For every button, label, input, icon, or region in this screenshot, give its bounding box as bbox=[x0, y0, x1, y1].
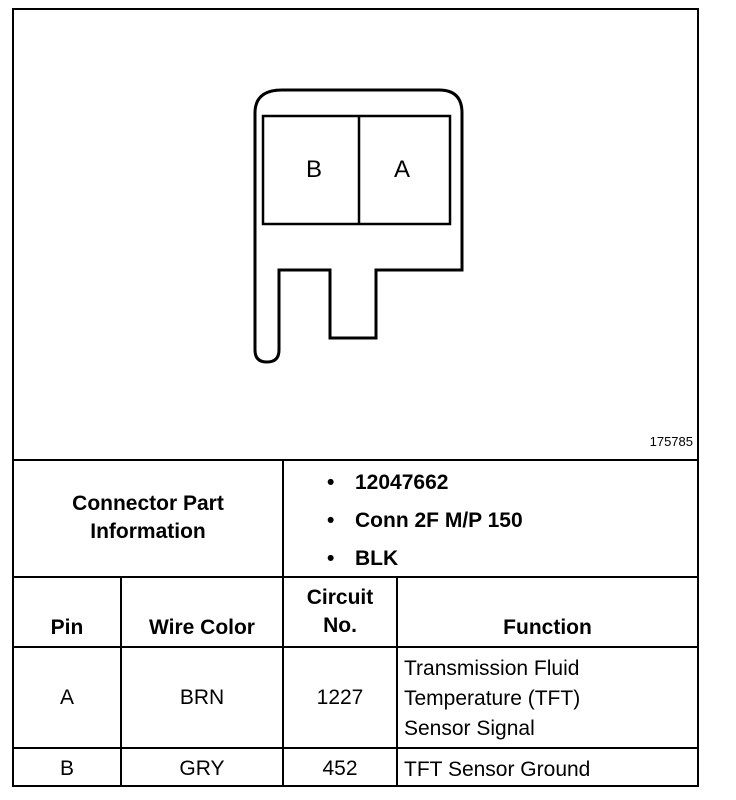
row-b-pin: B bbox=[59, 757, 74, 780]
row-a-wire-color: BRN bbox=[179, 686, 225, 709]
row-a-function: Transmission Fluid Temperature (TFT) Sen… bbox=[404, 657, 581, 740]
connector-part-list: •12047662 •Conn 2F M/P 150 •BLK bbox=[327, 464, 523, 578]
connector-part-item: •BLK bbox=[327, 547, 399, 570]
connector-diagram-frame: B A 175785 Connector Part Information •1… bbox=[12, 8, 699, 787]
row-a-pin: A bbox=[59, 686, 74, 709]
rule-drawing-bottom bbox=[14, 459, 697, 461]
header-wire-color: Wire Color bbox=[149, 616, 255, 639]
connector-part-information-label: Connector Part Information bbox=[72, 492, 224, 543]
rule-col-divider-1 bbox=[282, 461, 284, 787]
row-b-function: TFT Sensor Ground bbox=[404, 758, 591, 781]
rule-header-bottom bbox=[14, 646, 697, 648]
rule-connector-bottom bbox=[14, 576, 697, 578]
row-a-circuit: 1227 bbox=[316, 686, 364, 709]
row-b-wire-color: GRY bbox=[179, 757, 225, 780]
pin-cavity-box bbox=[261, 114, 452, 226]
connector-housing bbox=[253, 88, 464, 364]
header-pin: Pin bbox=[50, 616, 84, 639]
connector-part-item: •12047662 bbox=[327, 471, 449, 494]
row-b-circuit: 452 bbox=[322, 757, 358, 780]
pin-label-a: A bbox=[393, 156, 410, 183]
figure-number: 175785 bbox=[649, 434, 693, 449]
connector-outline bbox=[253, 88, 464, 364]
rule-row-a-bottom bbox=[14, 747, 697, 749]
connector-drawing: B A 175785 bbox=[14, 10, 697, 459]
pin-label-b: B bbox=[305, 156, 322, 183]
rule-col-divider-2 bbox=[120, 578, 122, 787]
connector-part-item: •Conn 2F M/P 150 bbox=[327, 509, 523, 532]
header-function: Function bbox=[503, 616, 592, 639]
rule-col-divider-3 bbox=[396, 578, 398, 787]
